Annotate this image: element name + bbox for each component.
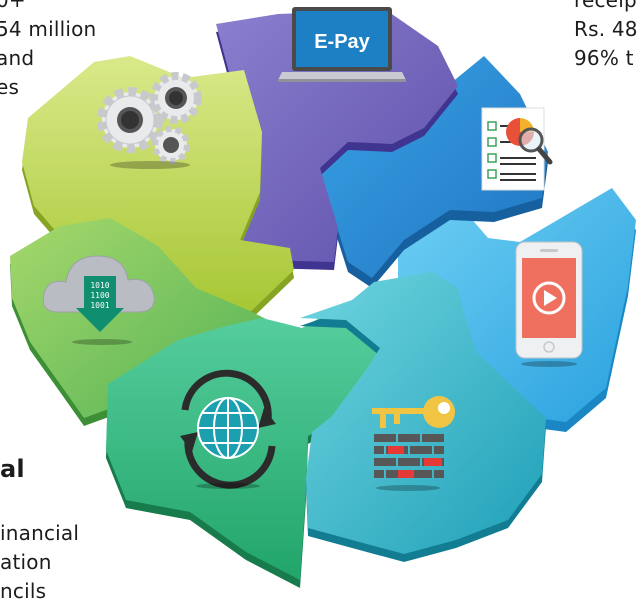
text-line: and: [0, 46, 35, 70]
key-firewall-icon: [372, 396, 455, 478]
binary-line: 1100: [90, 291, 109, 300]
text-line: es: [0, 75, 20, 99]
laptop-icon: E-Pay: [278, 7, 406, 82]
top-right-text: receip Rs. 48 96% t: [574, 0, 638, 73]
segment-lime: [22, 56, 294, 326]
section-heading: al: [0, 455, 25, 483]
report-icon: [481, 107, 553, 191]
digital-services-graphic: E-Pay: [10, 7, 636, 588]
globe-sync-icon: [180, 369, 276, 489]
phone-video-icon: [515, 241, 583, 359]
text-line: 0+: [0, 0, 26, 12]
top-left-text: 0+ 54 million and es: [0, 0, 96, 102]
text-line: receip: [574, 0, 637, 12]
cloud-download-icon: 1010 1100 1001: [42, 255, 155, 332]
text-line: 96% t: [574, 46, 634, 70]
text-line: Rs. 48: [574, 17, 638, 41]
binary-line: 1001: [90, 301, 109, 310]
text-line: ation: [0, 550, 52, 574]
text-line: inancial: [0, 521, 80, 545]
binary-line: 1010: [90, 281, 109, 290]
gears-icon: [97, 72, 202, 164]
laptop-screen-label: E-Pay: [314, 31, 370, 53]
text-line: 54 million: [0, 17, 97, 41]
